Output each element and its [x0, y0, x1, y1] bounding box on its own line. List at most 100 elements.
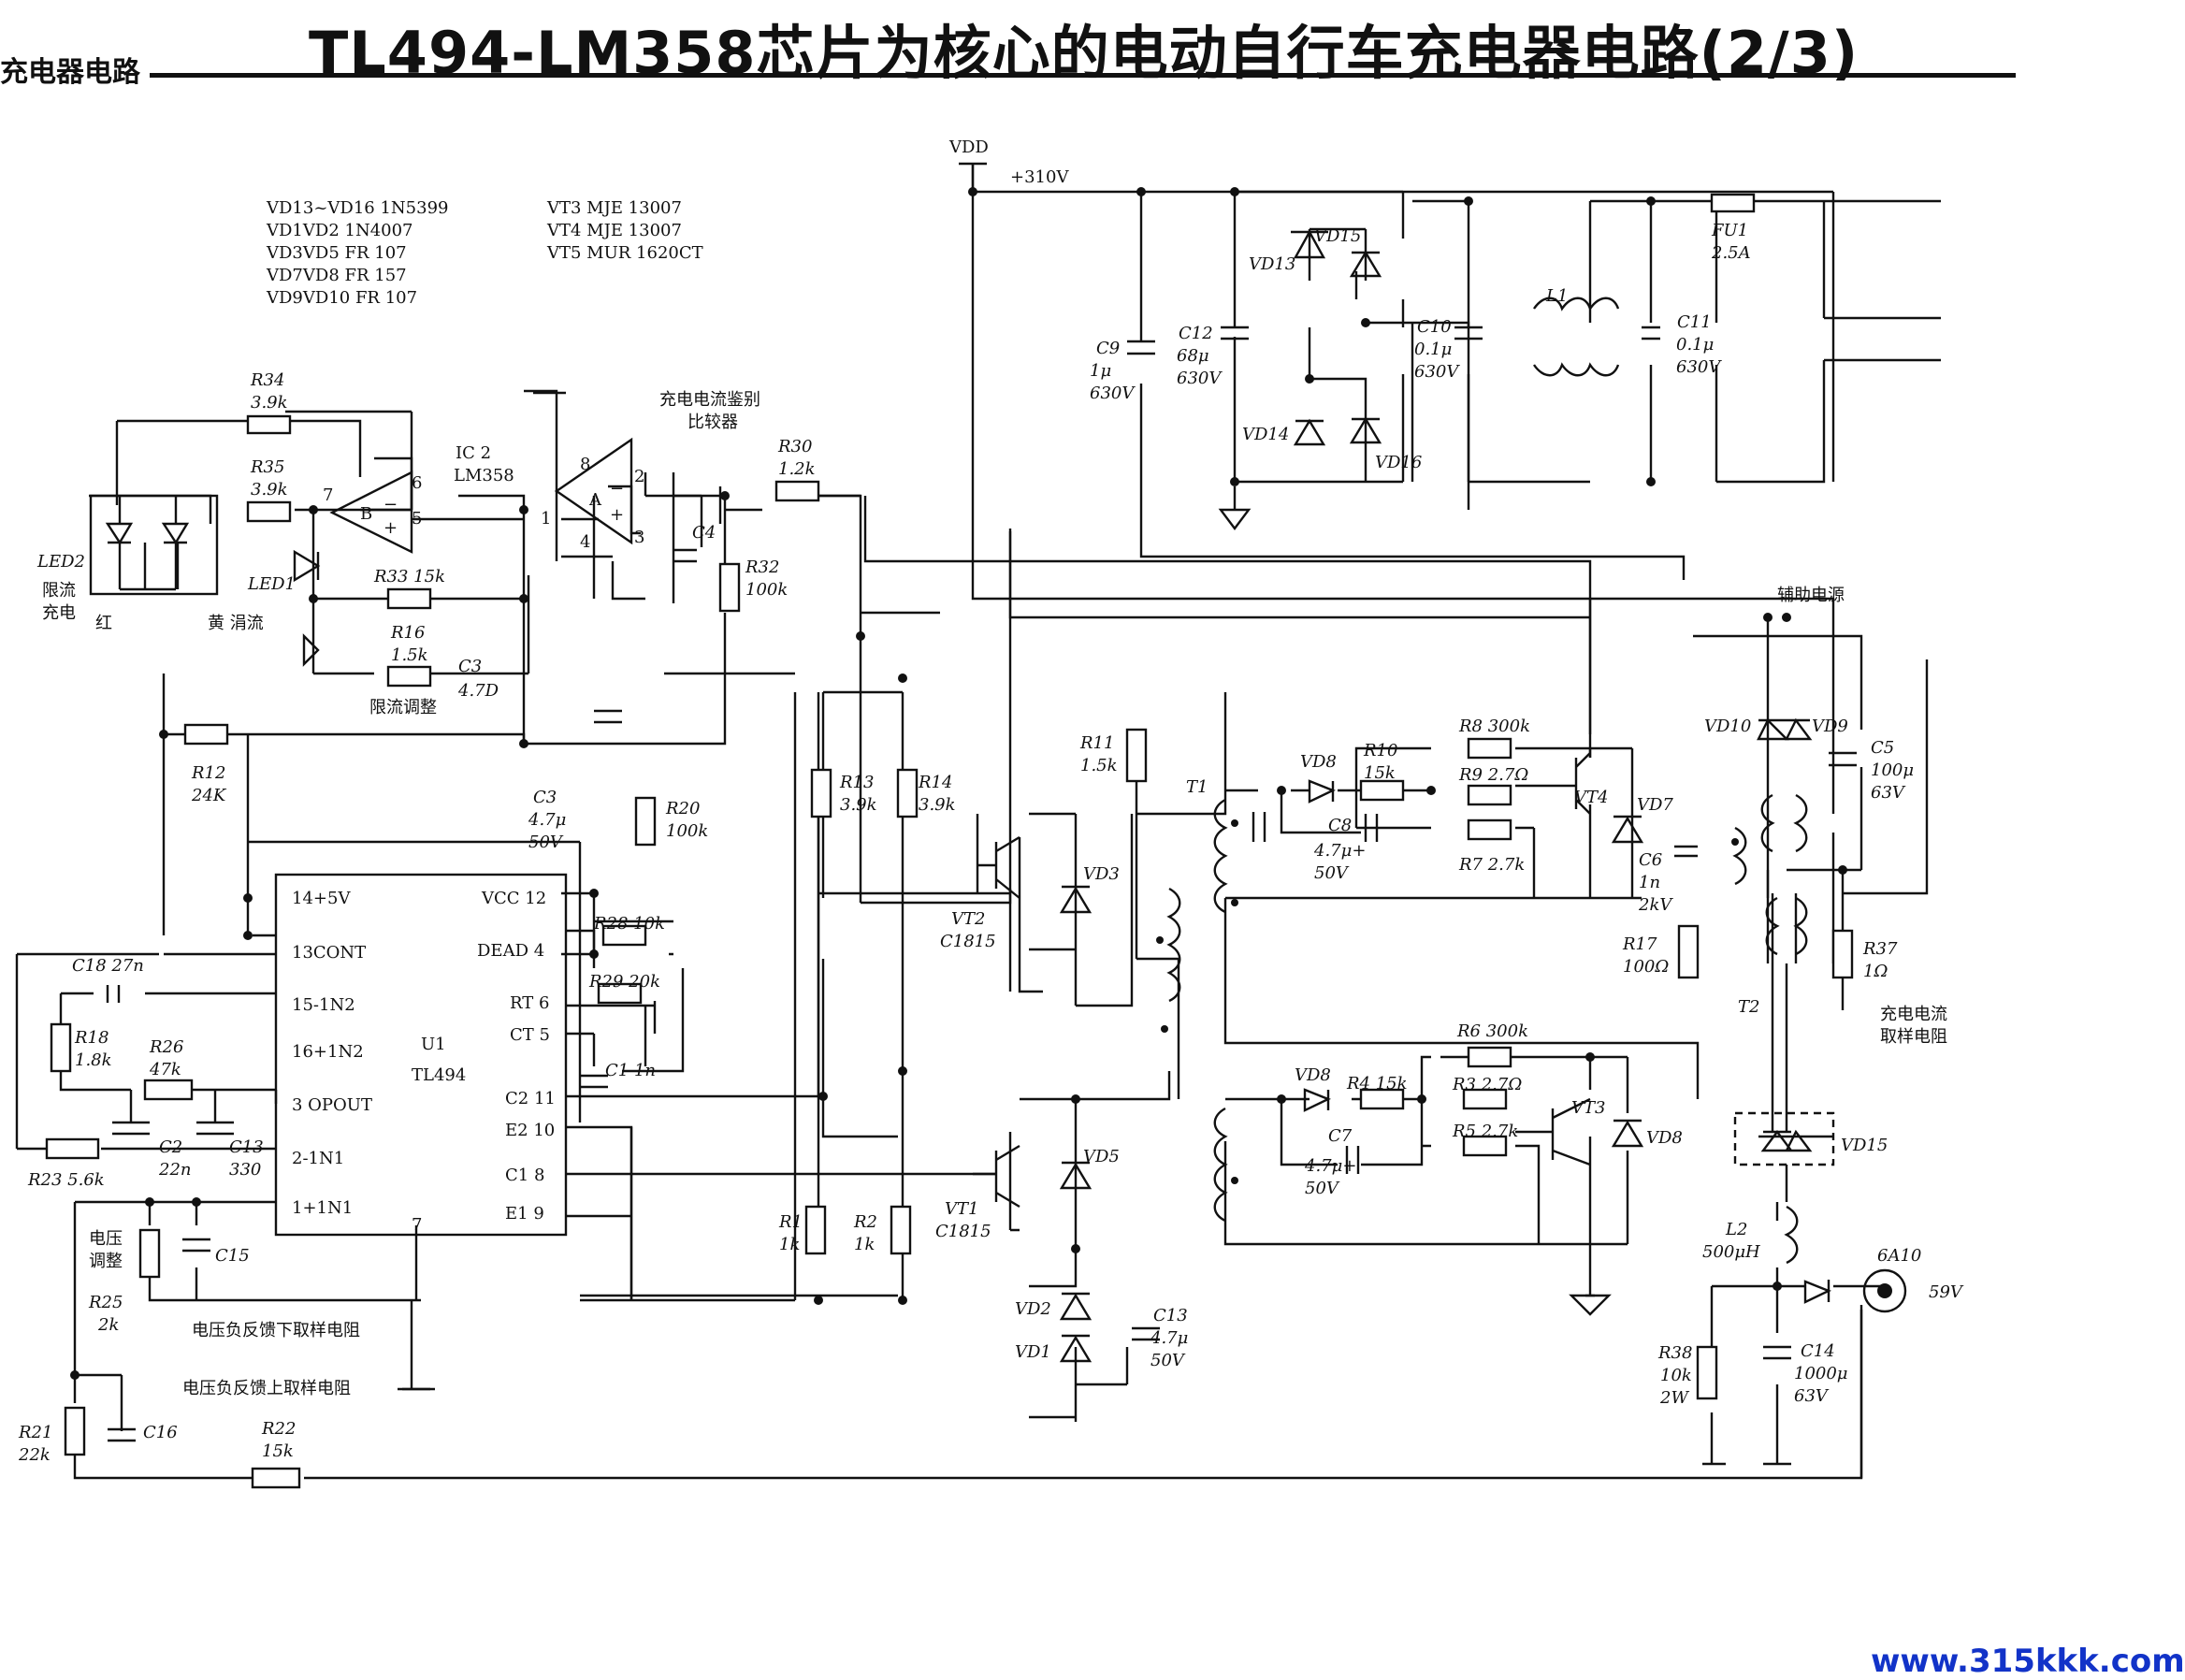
parts-list-line: VD1VD2 1N4007 [266, 221, 413, 240]
label-R13: 3.9k [840, 795, 877, 815]
ic2-ref: IC 2 [456, 443, 491, 463]
ic1-ref: U1 [421, 1035, 446, 1054]
label-C13: 50V [1150, 1351, 1186, 1370]
label-R2: 1k [854, 1235, 875, 1254]
parts-list-line: VD3VD5 FR 107 [266, 243, 407, 263]
label-R20: 100k [666, 821, 708, 841]
label-R38: 10k [1660, 1366, 1692, 1385]
label-C3b: C3 [533, 788, 557, 807]
label-C11: 630V [1676, 357, 1722, 377]
label-R20: R20 [665, 799, 700, 818]
note-feedback-lower: 电压负反馈下取样电阻 [192, 1321, 360, 1340]
ic2-opamp-a: A [588, 490, 602, 510]
label-R35: 3.9k [251, 480, 288, 500]
wires [15, 164, 1941, 1480]
note-feedback-upper: 电压负反馈上取样电阻 [182, 1379, 351, 1398]
label-C2: 22n [158, 1160, 192, 1180]
label-R6: R6 300k [1456, 1021, 1528, 1041]
label-C6: C6 [1639, 850, 1662, 870]
ic2-pin: 1 [541, 509, 551, 529]
label-VD8b: VD8 [1295, 1065, 1331, 1085]
label-C6: 2kV [1638, 895, 1673, 915]
ic1-pin: 16+1N2 [292, 1042, 364, 1062]
label-R5: R5 2.7k [1452, 1122, 1518, 1141]
label-C3b: 4.7μ [528, 810, 566, 830]
label-R4: R4 15k [1346, 1074, 1408, 1093]
label-R10: R10 [1363, 741, 1397, 760]
transistor-list-line: VT5 MUR 1620CT [546, 243, 703, 263]
note-led2: 限流 [42, 581, 76, 601]
opamp-minus: − [383, 495, 398, 514]
label-R29: R29 20k [588, 972, 660, 992]
diagram-labels: VDD +310V VD13~VD16 1N5399 VD1VD2 1N4007… [18, 138, 1964, 1465]
transistor-list-line: VT3 MJE 13007 [546, 198, 682, 218]
label-R2: R2 [853, 1212, 877, 1232]
label-C7: C7 [1328, 1126, 1353, 1146]
ic2-pin: 8 [580, 455, 590, 474]
ic1-pin: CT 5 [510, 1025, 550, 1045]
ic2-pin: 5 [412, 509, 422, 529]
label-VD10: VD10 [1704, 717, 1751, 736]
label-VD7: VD7 [1637, 795, 1673, 815]
label-R32: 100k [745, 580, 788, 600]
ic1-pin: 13CONT [292, 943, 366, 963]
label-R38: 2W [1659, 1388, 1689, 1408]
label-R9: R9 2.7Ω [1458, 765, 1528, 785]
label-VT2: C1815 [940, 932, 996, 951]
label-L2: 500μH [1702, 1242, 1760, 1262]
label-C14: 63V [1794, 1386, 1830, 1406]
label-VD15: VD15 [1841, 1136, 1888, 1155]
label-R25: R25 [88, 1293, 123, 1312]
label-R22: R22 [261, 1419, 296, 1439]
label-C14: C14 [1801, 1341, 1835, 1361]
label-R28: R28 10k [593, 914, 665, 934]
label-R35: R35 [250, 457, 284, 477]
label-R21: R21 [18, 1423, 52, 1442]
note-led2: 充电 [42, 603, 76, 623]
label-R16: 1.5k [391, 645, 428, 665]
label-R14: R14 [918, 773, 952, 792]
note-sense-resistor: 充电电流 [1880, 1005, 1947, 1024]
label-C7: 50V [1305, 1179, 1340, 1198]
label-R30: 1.2k [778, 459, 816, 479]
ic2-pin: 2 [634, 467, 644, 486]
note-yellow: 黄 涓流 [208, 614, 264, 633]
label-R23: R23 5.6k [27, 1170, 105, 1190]
transistor-list-line: VT4 MJE 13007 [546, 221, 682, 240]
label-R25: 2k [97, 1315, 119, 1335]
label-LED1: LED1 [247, 574, 296, 594]
note-comparator: 充电电流鉴别 [659, 390, 760, 410]
label-R18: R18 [74, 1028, 109, 1048]
label-C10: 630V [1414, 362, 1460, 382]
label-R7: R7 2.7k [1458, 855, 1525, 875]
label-R10: 15k [1364, 763, 1396, 783]
label-R26: R26 [149, 1037, 183, 1057]
label-C13: 4.7μ [1150, 1328, 1188, 1348]
label-C2: C2 [159, 1137, 182, 1157]
label-L2: L2 [1725, 1220, 1747, 1239]
label-R22: 15k [262, 1441, 294, 1461]
label-R8: R8 300k [1458, 717, 1530, 736]
label-C3a: C3 [458, 657, 482, 676]
ic1-pin: C2 11 [505, 1089, 556, 1108]
label-R37: 1Ω [1863, 962, 1888, 981]
opamp-plus: + [383, 518, 398, 538]
label-C11: C11 [1677, 312, 1712, 332]
note-red: 红 [95, 614, 112, 633]
label-VD13: VD13 [1249, 254, 1295, 274]
ic1-pin: 14+5V [292, 889, 351, 908]
label-R38: R38 [1657, 1343, 1692, 1363]
ic2-pin: 7 [323, 485, 333, 505]
label-R21: 22k [18, 1445, 51, 1465]
watermark-url: www.315kkk.com [1871, 1643, 2185, 1680]
note-current-limit: 限流调整 [369, 698, 437, 717]
ic1-pin: 2-1N1 [292, 1149, 344, 1168]
label-LED2: LED2 [36, 552, 85, 572]
label-C10: 0.1μ [1414, 340, 1452, 359]
label-VT1: VT1 [945, 1199, 978, 1219]
ic1-pin: 3 OPOUT [292, 1095, 372, 1115]
title-underline [150, 73, 2016, 78]
label-C12: C12 [1179, 324, 1213, 343]
note-comparator: 比较器 [687, 413, 738, 432]
label-C8: 50V [1314, 863, 1350, 883]
